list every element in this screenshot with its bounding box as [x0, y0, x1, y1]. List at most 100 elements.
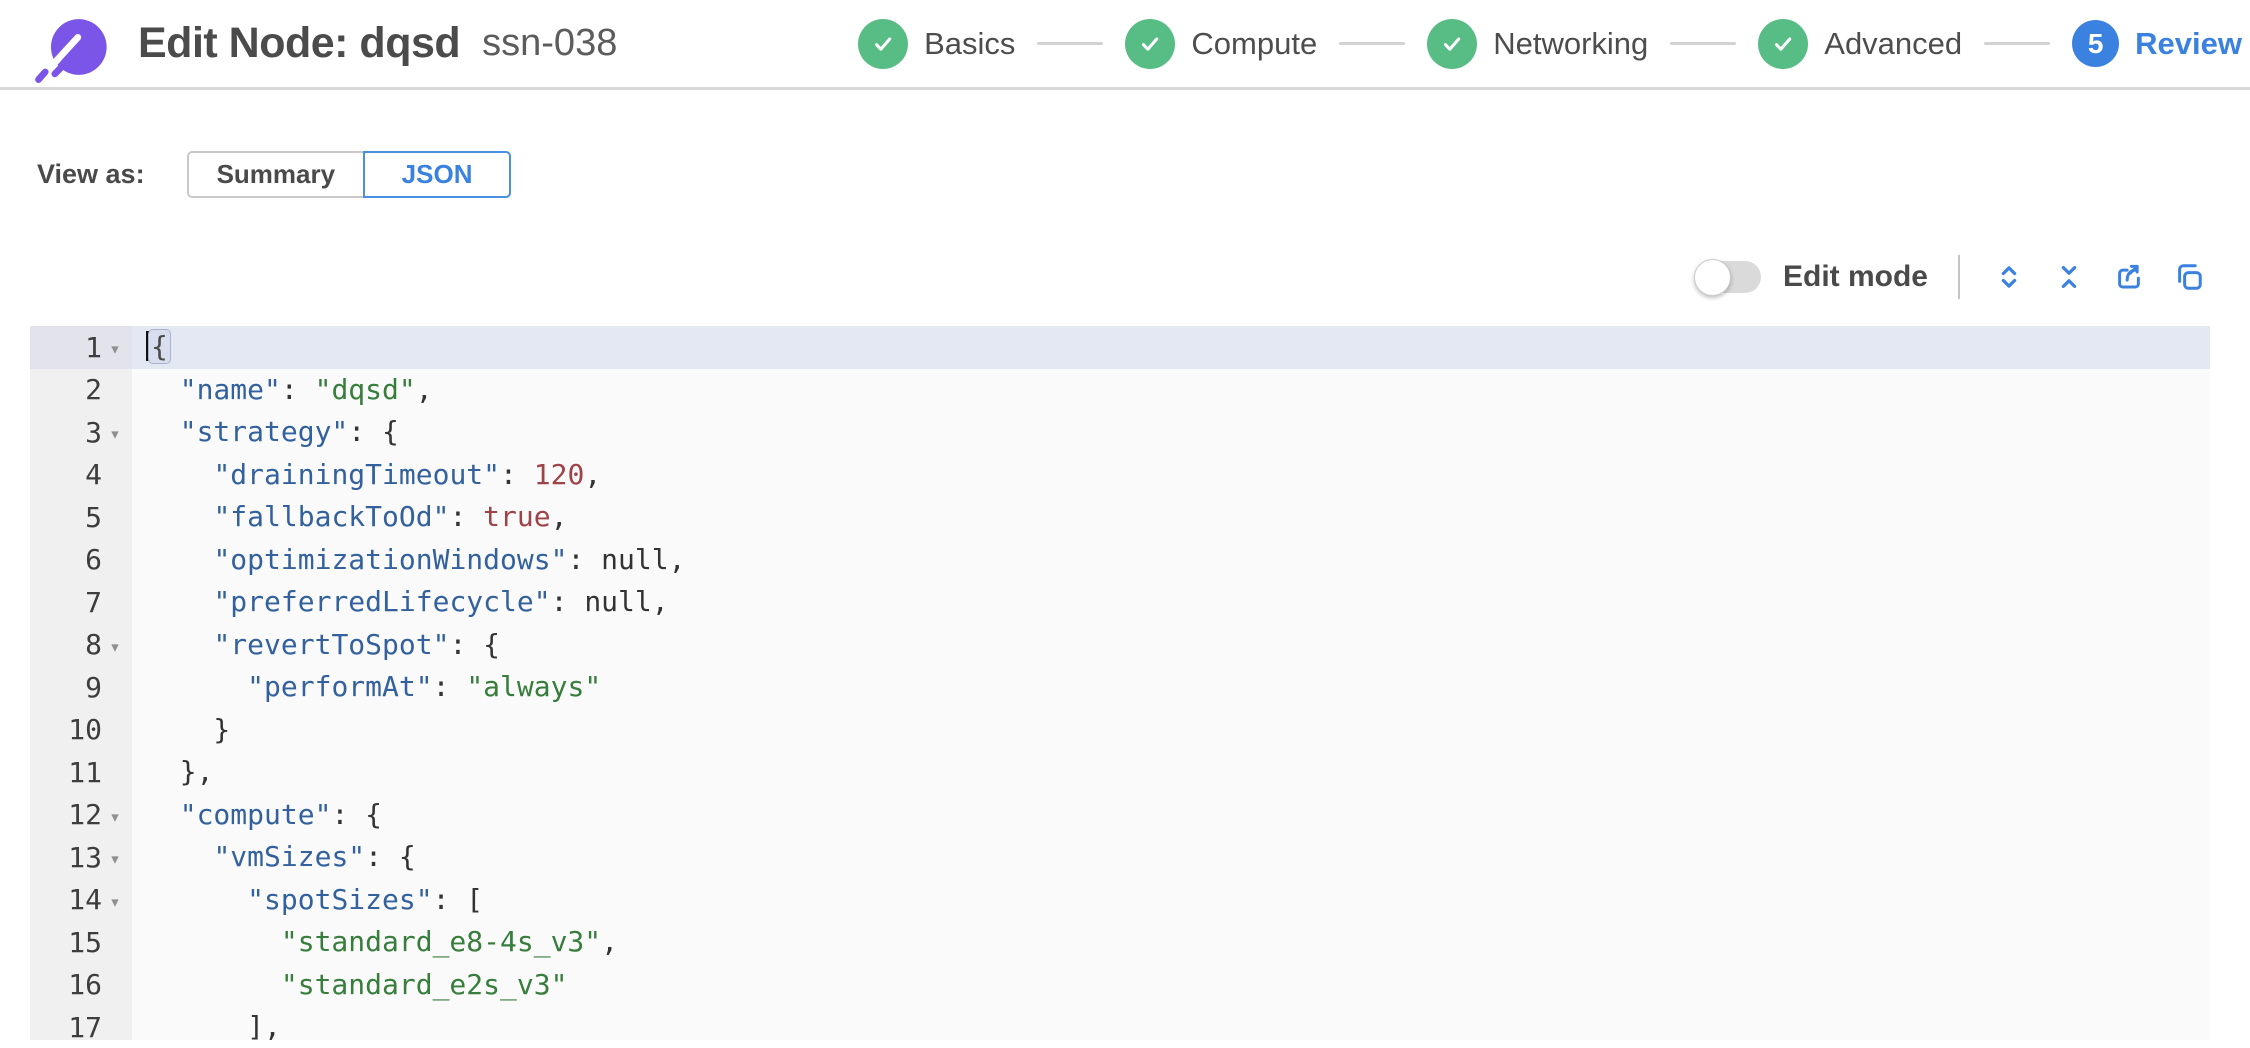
- code-line[interactable]: "name": "dqsd",: [132, 369, 2210, 412]
- code-token: "standard_e8-4s_v3": [280, 925, 602, 958]
- code-line[interactable]: ],: [132, 1006, 2210, 1040]
- code-token: "fallbackToOd": [213, 500, 450, 533]
- code-line[interactable]: "strategy": {: [132, 411, 2210, 454]
- gutter-row: 5▾: [30, 496, 132, 539]
- code-token: : {: [365, 840, 416, 873]
- code-line[interactable]: "standard_e2s_v3": [132, 964, 2210, 1007]
- code-line[interactable]: "drainingTimeout": 120,: [132, 454, 2210, 497]
- node-id-text: ssn-038: [482, 22, 618, 64]
- gutter-row: 6▾: [30, 539, 132, 582]
- code-token: :: [500, 457, 534, 491]
- view-toggle-group: Summary JSON: [186, 151, 512, 198]
- editor-gutter: 1▾2▾3▾4▾5▾6▾7▾8▾9▾10▾11▾12▾13▾14▾15▾16▾1…: [30, 326, 132, 1040]
- step-connector: [1984, 42, 2051, 45]
- step-basics[interactable]: Basics: [858, 18, 1016, 69]
- code-token: :: [567, 542, 602, 576]
- fold-icon[interactable]: ▾: [109, 635, 121, 658]
- code-token: : {: [348, 415, 399, 448]
- code-token: [146, 543, 213, 576]
- code-line[interactable]: {: [132, 326, 2210, 369]
- code-line[interactable]: "standard_e8-4s_v3",: [132, 921, 2210, 964]
- code-line[interactable]: "revertToSpot": {: [132, 624, 2210, 667]
- code-line[interactable]: }: [132, 709, 2210, 752]
- check-icon: [1427, 18, 1478, 69]
- collapse-icon[interactable]: [2052, 260, 2086, 294]
- line-number: 2: [85, 373, 102, 407]
- json-editor[interactable]: 1▾2▾3▾4▾5▾6▾7▾8▾9▾10▾11▾12▾13▾14▾15▾16▾1…: [30, 326, 2210, 1040]
- code-token: "preferredLifecycle": [213, 585, 551, 618]
- code-token: "performAt": [247, 670, 433, 703]
- line-number: 11: [68, 755, 102, 789]
- gutter-row: 3▾: [30, 411, 132, 454]
- code-line[interactable]: "performAt": "always": [132, 666, 2210, 709]
- code-line[interactable]: "preferredLifecycle": null,: [132, 581, 2210, 624]
- code-token: ,: [601, 925, 619, 958]
- gutter-row: 9▾: [30, 666, 132, 709]
- gutter-row: 10▾: [30, 709, 132, 752]
- step-advanced[interactable]: Advanced: [1758, 18, 1962, 69]
- code-token: [146, 628, 213, 661]
- gutter-row: 16▾: [30, 964, 132, 1007]
- editor-code: { "name": "dqsd", "strategy": { "drainin…: [132, 326, 2210, 1040]
- code-token: "vmSizes": [213, 840, 366, 873]
- gutter-row: 7▾: [30, 581, 132, 624]
- toggle-knob: [1693, 259, 1731, 296]
- line-number: 15: [68, 925, 102, 959]
- step-compute[interactable]: Compute: [1125, 18, 1318, 69]
- gutter-row: 4▾: [30, 454, 132, 497]
- gutter-row: 13 ▾: [30, 836, 132, 879]
- line-number: 3: [85, 415, 102, 449]
- code-line[interactable]: "fallbackToOd": true,: [132, 496, 2210, 539]
- code-token: : {: [331, 797, 383, 831]
- code-token: [146, 670, 247, 703]
- code-line[interactable]: "optimizationWindows": null,: [132, 539, 2210, 582]
- code-line[interactable]: "compute": {: [132, 794, 2210, 837]
- gutter-row: 14 ▾: [30, 879, 132, 922]
- code-token: },: [146, 755, 214, 788]
- gutter-row: 2▾: [30, 369, 132, 412]
- code-token: "drainingTimeout": [213, 457, 501, 491]
- expand-icon[interactable]: [1992, 260, 2026, 294]
- fold-icon[interactable]: ▾: [109, 338, 121, 361]
- code-line[interactable]: "vmSizes": {: [132, 836, 2210, 879]
- line-number: 14: [68, 883, 102, 917]
- fold-icon[interactable]: ▾: [109, 890, 121, 913]
- edit-mode-label: Edit mode: [1782, 260, 1928, 293]
- line-number: 10: [68, 713, 102, 747]
- step-label: Compute: [1191, 25, 1318, 61]
- code-token: "spotSizes": [247, 882, 433, 916]
- toolbar-icons: [1966, 260, 2206, 294]
- code-token: [146, 373, 180, 406]
- code-token: :: [432, 670, 467, 703]
- edit-mode-toggle[interactable]: [1693, 259, 1761, 296]
- view-as-label: View as:: [37, 159, 145, 189]
- export-icon[interactable]: [2112, 260, 2146, 294]
- step-label: Basics: [924, 25, 1016, 61]
- code-token: "always": [466, 670, 602, 703]
- fold-icon[interactable]: ▾: [109, 805, 121, 828]
- code-token: "name": [179, 372, 281, 406]
- code-line[interactable]: },: [132, 751, 2210, 794]
- code-token: "revertToSpot": [213, 627, 450, 661]
- copy-icon[interactable]: [2172, 260, 2206, 294]
- code-token: [146, 415, 180, 448]
- code-token: true: [483, 500, 551, 533]
- code-token: ,: [550, 500, 568, 533]
- summary-tab[interactable]: Summary: [186, 151, 364, 198]
- gutter-row: 8▾: [30, 624, 132, 667]
- fold-icon[interactable]: ▾: [109, 848, 121, 871]
- code-token: : [: [432, 882, 484, 916]
- code-line[interactable]: "spotSizes": [: [132, 879, 2210, 922]
- json-tab[interactable]: JSON: [363, 151, 512, 198]
- fold-icon[interactable]: ▾: [109, 423, 121, 446]
- code-token: :: [449, 500, 484, 533]
- code-token: }: [146, 712, 231, 746]
- line-number: 9: [85, 670, 102, 704]
- step-networking[interactable]: Networking: [1427, 18, 1648, 69]
- code-token: [146, 798, 180, 831]
- line-number: 13: [68, 840, 102, 874]
- divider: [1958, 255, 1960, 299]
